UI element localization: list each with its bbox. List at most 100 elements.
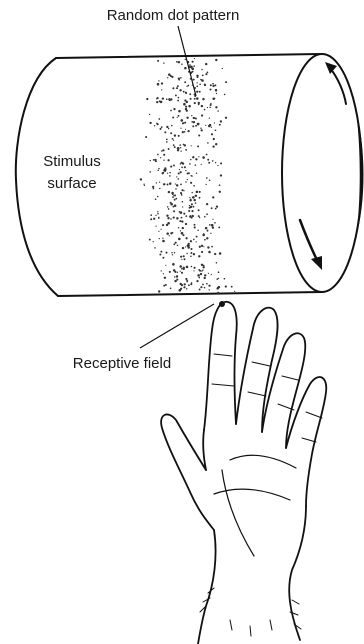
stimulus-dot <box>199 217 200 218</box>
stimulus-dot <box>157 97 159 99</box>
stimulus-dot <box>209 289 210 290</box>
stimulus-dot <box>220 174 222 176</box>
stimulus-dot <box>161 89 162 90</box>
stimulus-dot <box>192 125 194 127</box>
stimulus-dot <box>205 184 206 185</box>
stimulus-dot <box>167 217 169 219</box>
stimulus-dot <box>178 61 180 63</box>
middle-finger <box>236 308 278 432</box>
stimulus-dot <box>175 242 177 244</box>
stimulus-dot <box>177 272 178 273</box>
stimulus-dot <box>199 83 201 85</box>
stimulus-dot <box>182 131 184 133</box>
stimulus-dot <box>173 210 175 212</box>
stimulus-dot <box>184 122 186 124</box>
stimulus-dot <box>173 217 175 219</box>
stimulus-dot <box>213 138 215 140</box>
stimulus-dot <box>149 122 151 124</box>
stimulus-dot <box>170 287 172 289</box>
leader-lines <box>140 26 214 348</box>
stimulus-dot <box>192 61 194 63</box>
stimulus-dot <box>210 103 211 104</box>
stimulus-dot <box>211 133 213 135</box>
stimulus-dot <box>195 118 197 120</box>
stimulus-dot <box>172 263 175 266</box>
stimulus-dot <box>190 182 192 184</box>
stimulus-dot <box>218 278 219 279</box>
stimulus-dot <box>175 94 177 96</box>
stimulus-dot <box>194 98 196 100</box>
stimulus-dot <box>158 168 160 170</box>
stimulus-dot <box>193 199 195 201</box>
drum-bottom-edge <box>58 292 322 296</box>
stimulus-dot <box>170 75 172 77</box>
stimulus-dot <box>204 277 206 279</box>
stimulus-dot <box>186 101 188 103</box>
stimulus-dot <box>157 211 158 212</box>
stimulus-dot <box>215 129 217 131</box>
stimulus-dot <box>224 94 226 96</box>
stimulus-dot <box>158 80 159 81</box>
stimulus-dot <box>173 165 175 167</box>
stimulus-dot <box>187 172 189 174</box>
palm-crease-1 <box>230 455 296 468</box>
stimulus-dot <box>201 69 202 70</box>
rotation-arrow-bottom-icon <box>300 220 318 262</box>
stimulus-dot <box>171 125 173 127</box>
stimulus-dot <box>191 67 192 68</box>
stimulus-dot <box>158 290 160 292</box>
stimulus-dot <box>183 103 186 106</box>
stimulus-dot <box>167 206 169 208</box>
stimulus-dot <box>166 141 168 143</box>
stimulus-dot <box>202 156 205 159</box>
stimulus-dot <box>193 79 195 81</box>
stimulus-dot <box>193 185 195 187</box>
stimulus-dot <box>193 239 195 241</box>
stimulus-dot <box>179 89 181 91</box>
stimulus-dot <box>212 227 214 229</box>
stimulus-dot <box>190 159 191 160</box>
stimulus-dot <box>176 176 177 177</box>
ring-finger <box>262 333 305 448</box>
stimulus-dot <box>160 157 161 158</box>
stimulus-dot <box>181 217 183 219</box>
stimulus-dot <box>140 178 142 180</box>
stimulus-dot <box>212 219 213 220</box>
stimulus-dot <box>155 225 156 226</box>
stimulus-dot <box>161 150 163 152</box>
stimulus-dot <box>183 268 185 270</box>
random-dot-pattern <box>140 58 236 294</box>
stimulus-dot <box>201 164 202 165</box>
stimulus-dot <box>188 85 190 87</box>
stimulus-dot <box>168 148 170 150</box>
stimulus-dot <box>185 59 186 60</box>
stimulus-dot <box>163 273 164 274</box>
stimulus-dot <box>184 81 186 83</box>
stimulus-dot <box>217 110 219 112</box>
stimulus-dot <box>176 217 178 219</box>
stimulus-dot <box>174 276 175 277</box>
stimulus-dot <box>201 129 203 131</box>
stimulus-dot <box>180 230 181 231</box>
stimulus-dot <box>178 238 181 241</box>
finger-creases <box>212 354 322 442</box>
stimulus-dot <box>184 131 186 133</box>
stimulus-dot <box>180 151 181 152</box>
stimulus-dot <box>190 215 192 217</box>
stimulus-dot <box>202 284 204 286</box>
stimulus-dot <box>172 254 173 255</box>
stimulus-dot <box>180 271 181 272</box>
stimulus-dot <box>201 270 202 271</box>
stimulus-dot <box>177 245 179 247</box>
stimulus-dot <box>199 289 201 291</box>
stimulus-dot <box>194 267 196 269</box>
rotation-arrowhead-top-icon <box>325 62 337 74</box>
stimulus-dot <box>211 224 214 227</box>
stimulus-dot <box>153 241 154 242</box>
thumb <box>161 414 214 530</box>
stimulus-dot <box>216 262 218 264</box>
stimulus-dot <box>154 159 156 161</box>
stimulus-dot <box>186 266 189 269</box>
stimulus-dot <box>208 273 209 274</box>
stimulus-dot <box>180 77 182 79</box>
